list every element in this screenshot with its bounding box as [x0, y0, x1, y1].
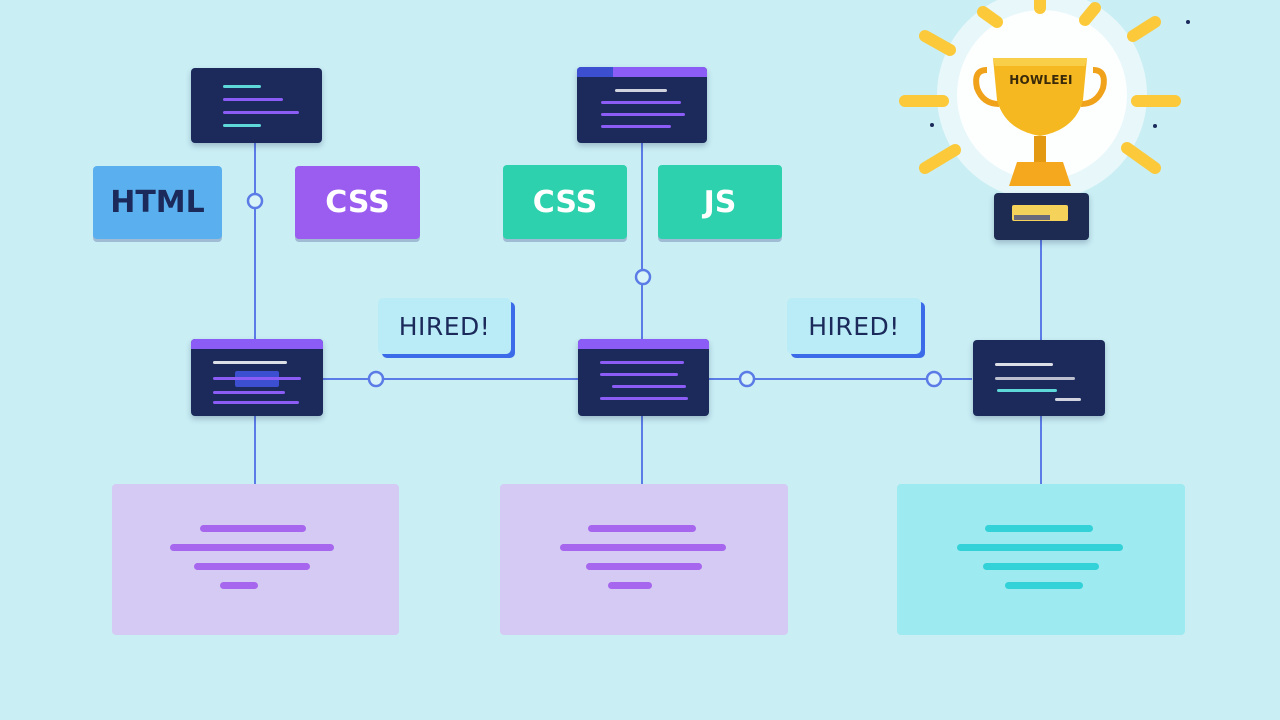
connector-node	[367, 370, 385, 388]
tag-html: HTML	[93, 166, 222, 239]
code-card-middle-left	[191, 339, 323, 416]
connector-node	[246, 192, 264, 210]
code-card-middle-right	[973, 340, 1105, 416]
connector-node	[925, 370, 943, 388]
trophy-base-card	[994, 193, 1089, 240]
code-card-middle-center	[578, 339, 709, 416]
connector-node	[634, 268, 652, 286]
content-panel-right	[897, 484, 1185, 635]
tag-css-middle: CSS	[503, 165, 627, 239]
content-panel-middle	[500, 484, 788, 635]
connector-node	[738, 370, 756, 388]
hired-badge-right: HIRED!	[787, 298, 921, 354]
tag-css-left: CSS	[295, 166, 420, 239]
trophy-illustration	[895, 0, 1195, 250]
hired-badge-left: HIRED!	[378, 298, 511, 354]
trophy-engraving: HOWLEEI	[1009, 73, 1073, 87]
code-card-top-middle	[577, 67, 707, 143]
code-card-top-left	[191, 68, 322, 143]
content-panel-left	[112, 484, 399, 635]
tag-js: JS	[658, 165, 782, 239]
